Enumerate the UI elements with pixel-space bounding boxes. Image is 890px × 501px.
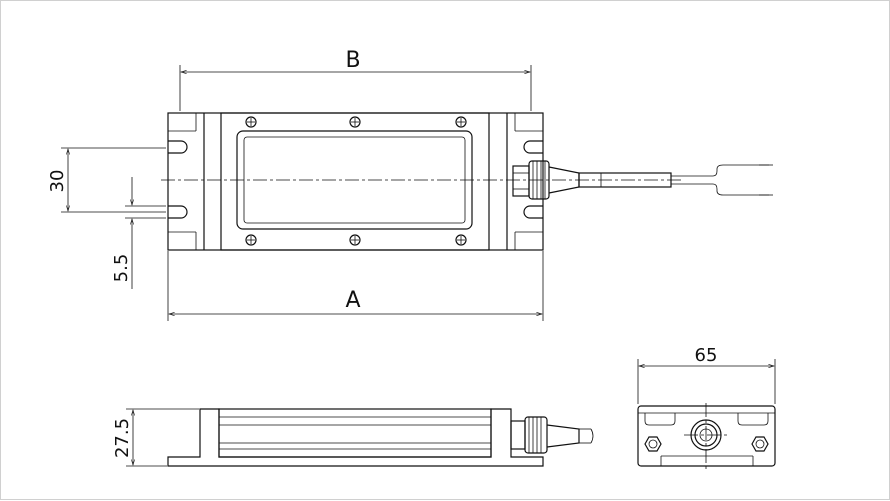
hex-nut-icon: [644, 436, 662, 452]
dim-5-5-label: 5.5: [111, 254, 132, 283]
screw-icon: [455, 234, 467, 246]
dim-a-label: A: [345, 288, 360, 313]
dimension-27-5: 27.5: [112, 408, 199, 467]
top-view: B A 30 5.5: [47, 48, 773, 321]
dim-b-label: B: [345, 48, 360, 73]
screw-icon: [349, 116, 361, 128]
screw-icon: [245, 234, 257, 246]
screw-icon: [455, 116, 467, 128]
right-slots: [514, 113, 543, 250]
dim-27-5-label: 27.5: [112, 418, 133, 458]
dimension-b: B: [179, 48, 532, 111]
dimension-a: A: [167, 251, 544, 321]
body-outline: [220, 112, 490, 251]
dim-65-label: 65: [695, 345, 718, 366]
end-outline: [637, 405, 776, 467]
end-view: 65: [637, 345, 776, 471]
left-slots: [168, 113, 197, 250]
screw-icon: [349, 234, 361, 246]
hex-nut-icon: [751, 436, 769, 452]
side-cable-gland: [510, 416, 594, 454]
end-gland-icon: [684, 403, 728, 471]
screw-icon-group: [245, 116, 467, 246]
dimension-5-5: 5.5: [111, 177, 166, 289]
dim-30-label: 30: [47, 170, 68, 193]
dimension-65: 65: [637, 345, 776, 404]
side-view: 27.5: [112, 408, 594, 467]
dimension-30: 30: [47, 147, 166, 213]
screw-icon: [245, 116, 257, 128]
